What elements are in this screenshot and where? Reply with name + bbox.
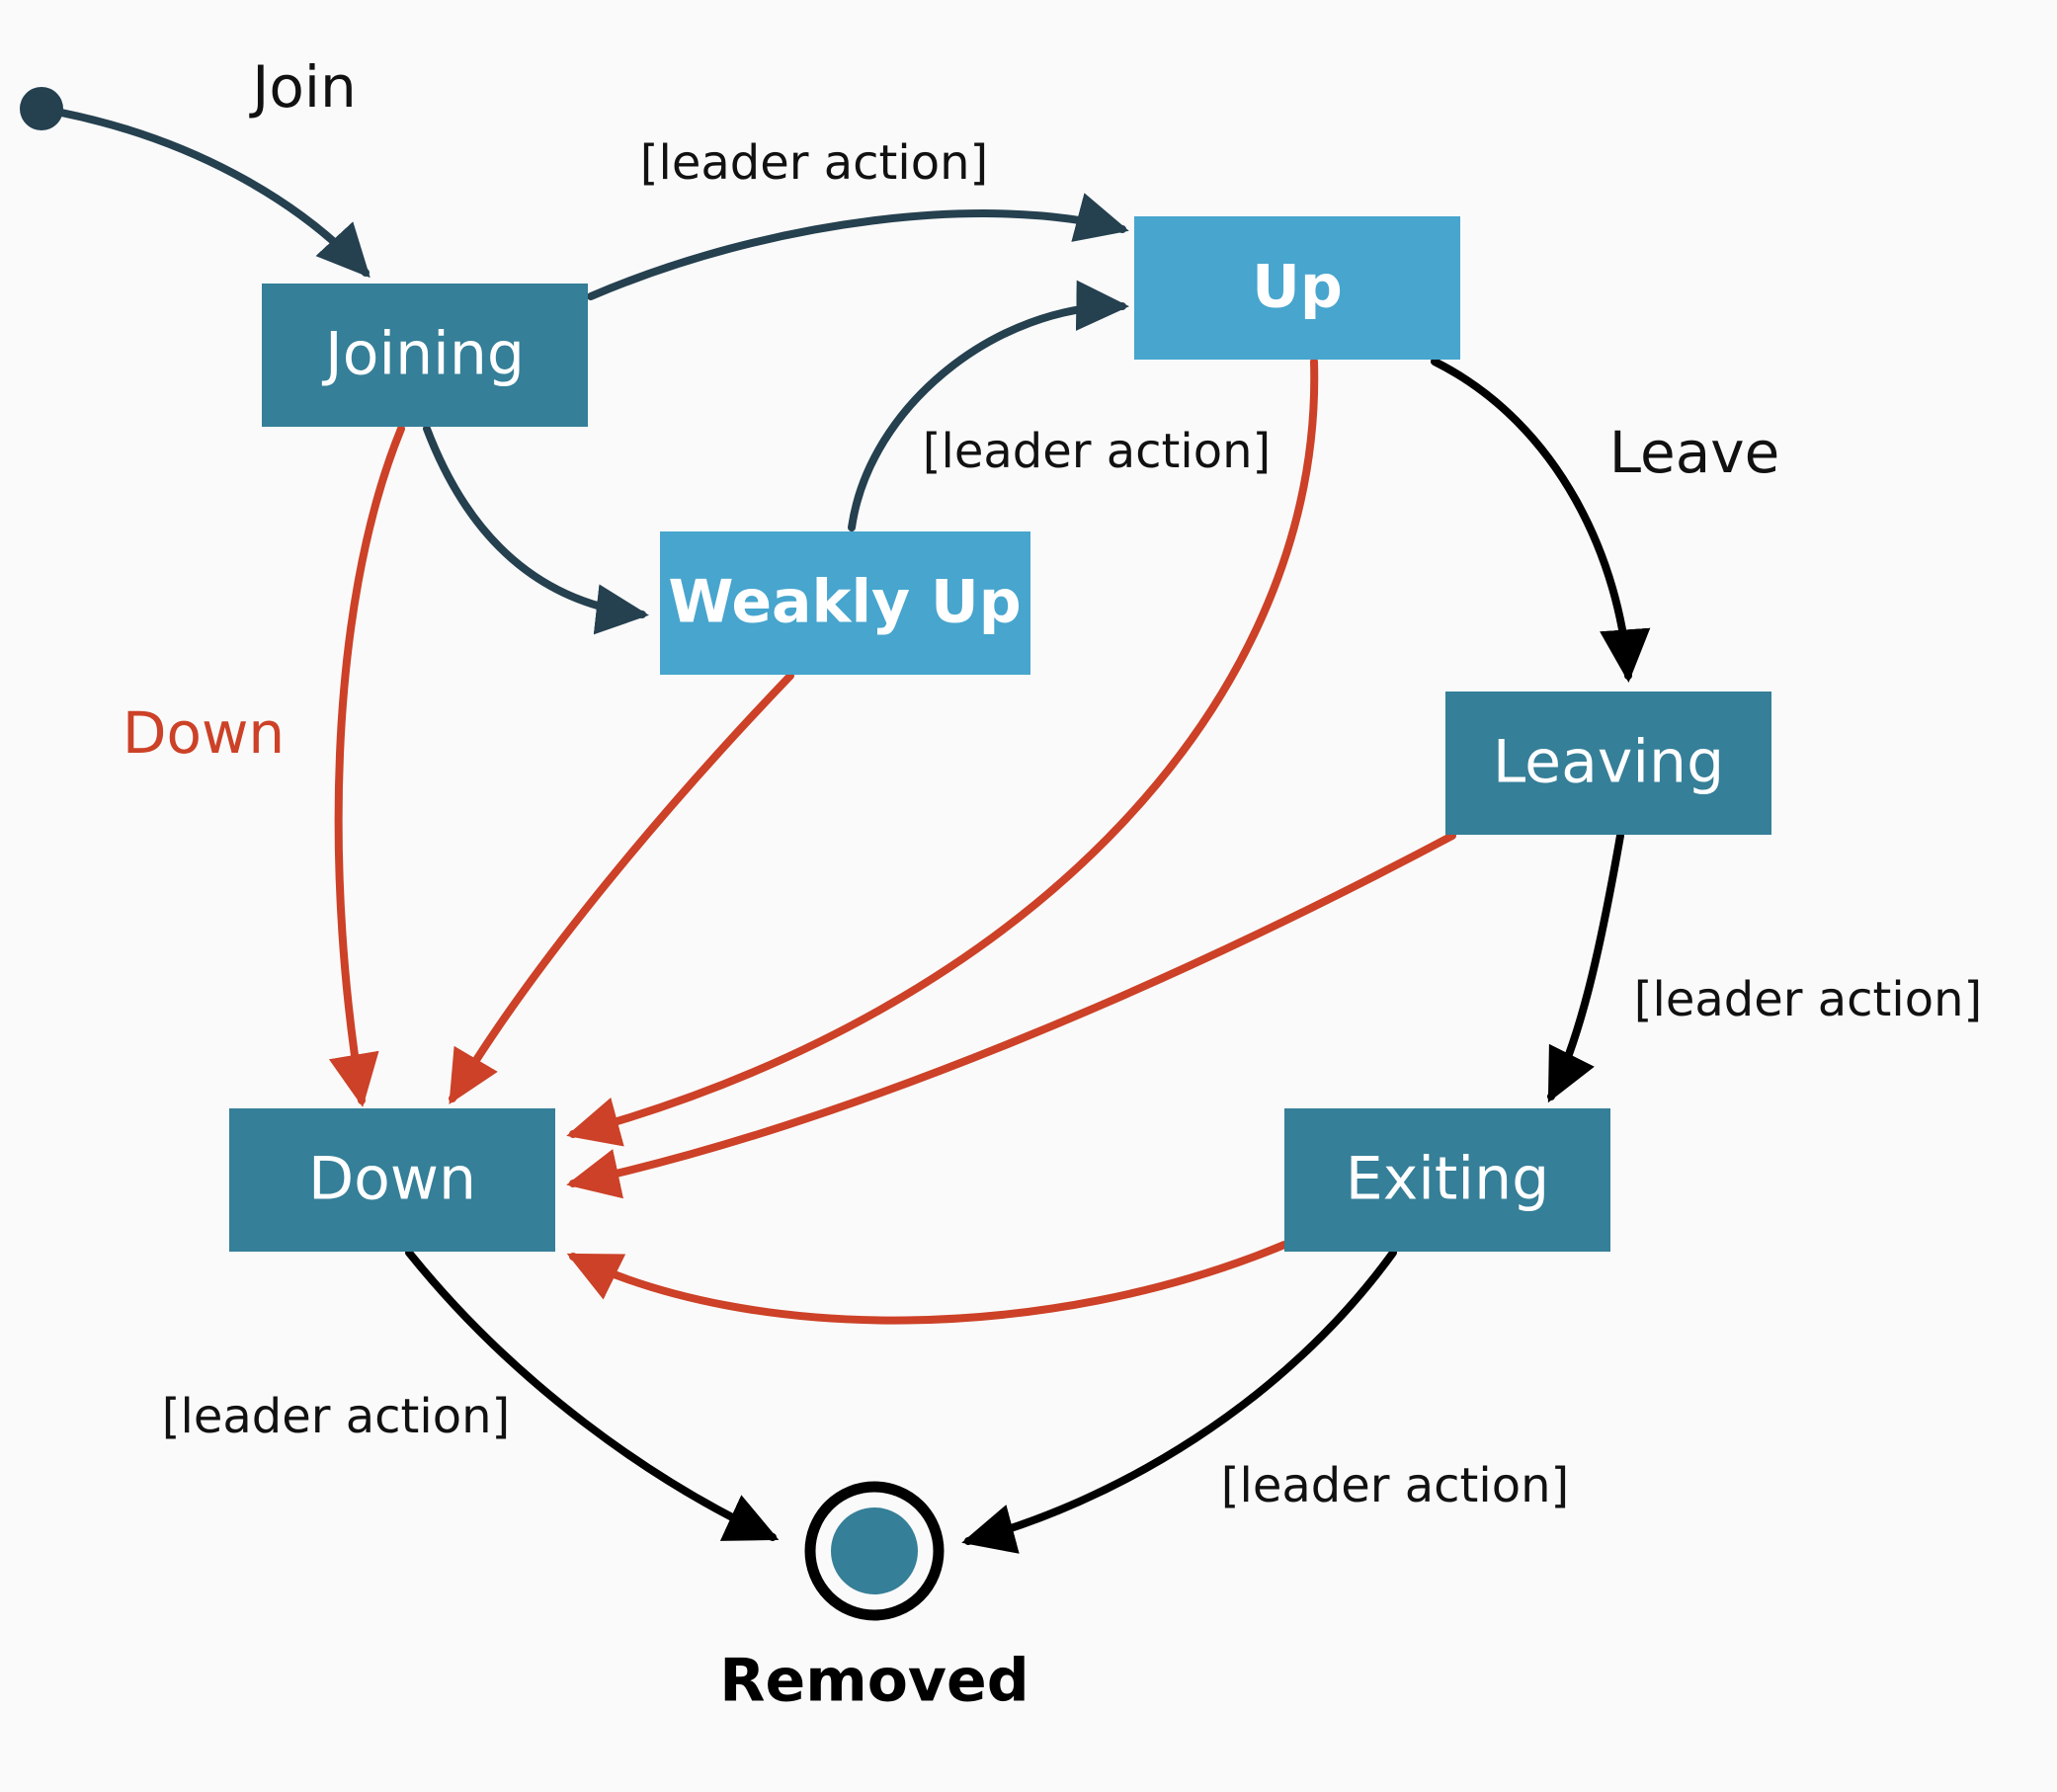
edge-label-joining-to-up: [leader action] <box>640 135 988 191</box>
state-node-up[interactable]: Up <box>1134 216 1460 360</box>
state-label-leaving: Leaving <box>1493 728 1724 797</box>
state-box-weakly-up <box>660 531 1030 675</box>
edge-down-to-removed <box>405 1249 780 1541</box>
final-state-inner-dot <box>831 1507 918 1594</box>
edge-label-weakly-up-to-up: [leader action] <box>923 424 1271 479</box>
edge-label-exiting-to-removed: [leader action] <box>1221 1458 1569 1513</box>
state-label-up: Up <box>1252 253 1343 322</box>
state-node-down[interactable]: Down <box>229 1108 555 1252</box>
edge-label-down-to-removed: [leader action] <box>162 1389 510 1444</box>
edge-leaving-to-exiting <box>1547 832 1624 1103</box>
edge-leaving-to-down <box>566 832 1456 1199</box>
edge-joining-to-down <box>328 425 405 1107</box>
state-box-exiting <box>1284 1108 1610 1252</box>
state-node-joining[interactable]: Joining <box>262 284 588 427</box>
edge-exiting-to-down <box>566 1241 1288 1325</box>
state-node-leaving[interactable]: Leaving <box>1445 692 1771 835</box>
edge-joining-to-weakly-up <box>423 425 649 635</box>
edge-up-to-down <box>566 358 1319 1147</box>
state-box-down <box>229 1108 555 1252</box>
final-state-node[interactable]: Removed <box>719 1481 1029 1716</box>
initial-state-dot <box>20 87 63 130</box>
edge-label-leaving-to-exiting: [leader action] <box>1634 972 1982 1027</box>
state-box-up <box>1134 216 1460 360</box>
state-label-joining: Joining <box>321 320 525 389</box>
state-label-exiting: Exiting <box>1346 1145 1549 1214</box>
edge-label-leave: Leave <box>1609 419 1780 486</box>
edge-start-to-joining <box>57 109 370 279</box>
edge-weakly-up-to-down <box>449 672 794 1105</box>
state-label-down: Down <box>308 1145 476 1214</box>
state-label-weakly-up: Weakly Up <box>668 568 1021 637</box>
state-node-exiting[interactable]: Exiting <box>1284 1108 1610 1252</box>
final-state-label: Removed <box>719 1647 1028 1716</box>
edge-label-join: Join <box>249 53 356 121</box>
edge-weakly-up-to-up <box>848 280 1129 531</box>
edge-joining-to-up <box>587 193 1129 300</box>
state-node-weakly-up[interactable]: Weakly Up <box>660 531 1030 675</box>
state-box-joining <box>262 284 588 427</box>
state-box-leaving <box>1445 692 1771 835</box>
edge-exiting-to-removed <box>961 1249 1397 1554</box>
edge-up-to-leaving <box>1431 358 1651 683</box>
edge-label-down: Down <box>123 699 285 767</box>
